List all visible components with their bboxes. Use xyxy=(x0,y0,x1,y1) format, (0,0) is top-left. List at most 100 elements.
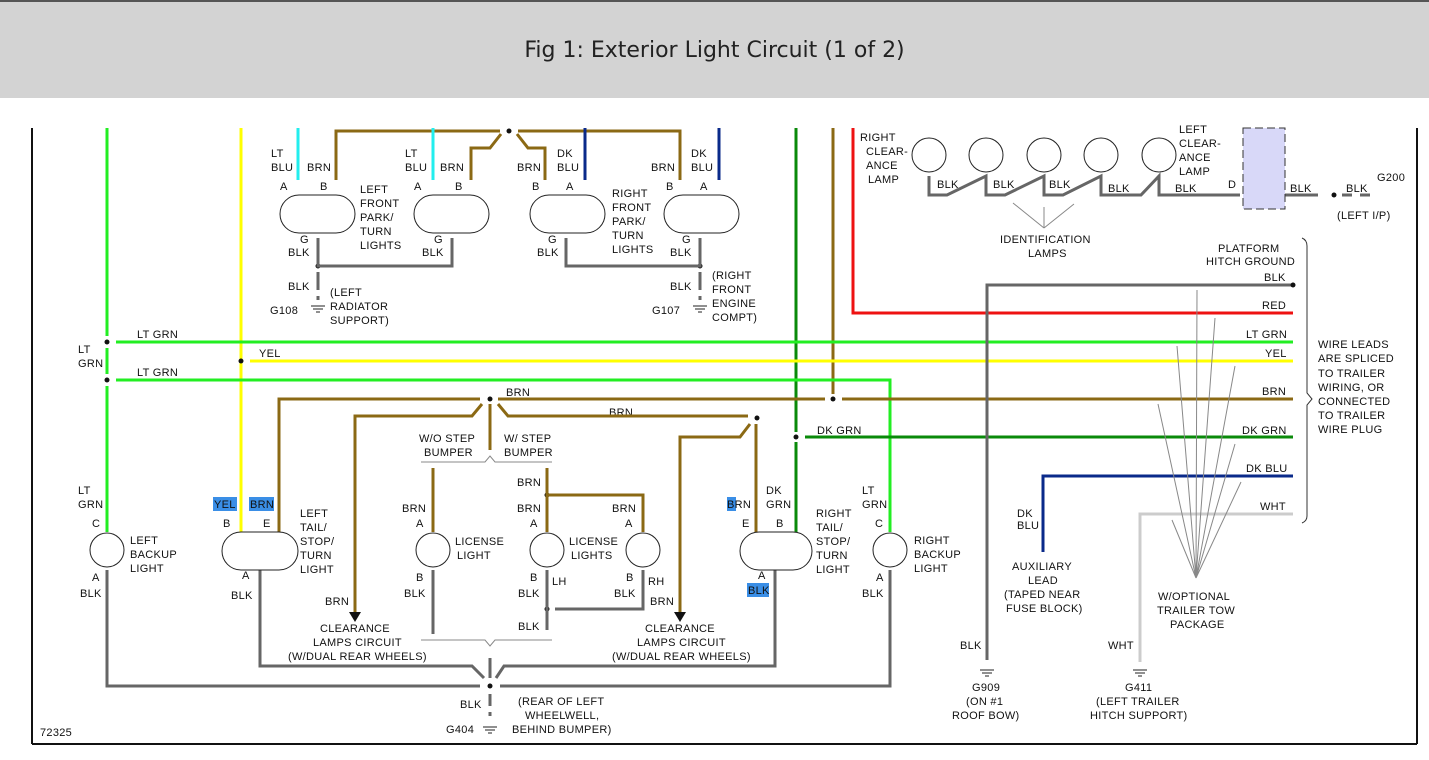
svg-text:RH: RH xyxy=(648,576,665,588)
svg-text:FRONT: FRONT xyxy=(360,198,399,210)
right-front-park-turn-light xyxy=(529,194,740,234)
svg-text:E: E xyxy=(263,518,271,530)
svg-text:STOP/: STOP/ xyxy=(816,536,851,548)
license-light-single xyxy=(415,532,451,568)
svg-text:BLK: BLK xyxy=(670,247,692,259)
svg-text:RED: RED xyxy=(1262,300,1286,312)
svg-text:DK GRN: DK GRN xyxy=(817,425,862,437)
svg-text:A: A xyxy=(700,181,708,193)
left-front-park-turn-light xyxy=(279,194,490,234)
svg-text:BRN: BRN xyxy=(250,499,274,511)
svg-text:WHT: WHT xyxy=(1108,640,1134,652)
svg-text:LIGHT: LIGHT xyxy=(816,564,850,576)
svg-text:BLK: BLK xyxy=(670,281,692,293)
svg-text:AUXILIARY: AUXILIARY xyxy=(1012,561,1072,573)
svg-text:BLK: BLK xyxy=(748,585,770,597)
svg-text:DK: DK xyxy=(1017,508,1033,520)
svg-text:G107: G107 xyxy=(652,305,680,317)
svg-text:B: B xyxy=(776,518,784,530)
svg-text:BLK: BLK xyxy=(1346,183,1368,195)
svg-text:BRN: BRN xyxy=(1262,386,1286,398)
svg-text:BLK: BLK xyxy=(80,588,102,600)
svg-text:TURN: TURN xyxy=(360,226,392,238)
svg-text:LT: LT xyxy=(405,148,418,160)
svg-text:LT: LT xyxy=(862,485,875,497)
svg-text:TO TRAILER: TO TRAILER xyxy=(1318,410,1385,422)
svg-text:A: A xyxy=(758,570,766,582)
svg-text:YEL: YEL xyxy=(214,499,236,511)
svg-text:LT: LT xyxy=(271,148,284,160)
svg-text:TAIL/: TAIL/ xyxy=(300,522,328,534)
svg-text:D: D xyxy=(1228,179,1236,191)
svg-text:IDENTIFICATION: IDENTIFICATION xyxy=(1000,234,1091,246)
svg-text:BRN: BRN xyxy=(402,503,426,515)
svg-text:B: B xyxy=(626,572,634,584)
svg-text:TRAILER TOW: TRAILER TOW xyxy=(1157,605,1235,617)
rear-ground-wires xyxy=(105,570,892,716)
svg-text:B: B xyxy=(530,572,538,584)
svg-text:C: C xyxy=(92,518,100,530)
svg-text:BLK: BLK xyxy=(422,247,444,259)
svg-text:BRN: BRN xyxy=(506,387,530,399)
svg-text:SUPPORT): SUPPORT) xyxy=(330,315,389,327)
right-tail-light xyxy=(739,531,813,571)
svg-text:CLEAR-: CLEAR- xyxy=(866,146,908,158)
svg-text:A: A xyxy=(416,518,424,530)
svg-text:BUMPER: BUMPER xyxy=(504,447,553,459)
svg-text:BLK: BLK xyxy=(937,179,959,191)
bracket xyxy=(1301,237,1313,524)
license-light-rh xyxy=(625,532,661,568)
svg-text:LICENSE: LICENSE xyxy=(569,536,618,548)
svg-text:CONNECTED: CONNECTED xyxy=(1318,396,1390,408)
svg-text:BLU: BLU xyxy=(271,162,293,174)
svg-text:A: A xyxy=(566,181,574,193)
trailer-option-arrows xyxy=(1157,289,1242,579)
svg-text:W/O STEP: W/O STEP xyxy=(419,433,475,445)
svg-text:BRN: BRN xyxy=(517,162,541,174)
svg-text:ANCE: ANCE xyxy=(1179,152,1211,164)
svg-text:TURN: TURN xyxy=(612,230,644,242)
svg-text:STOP/: STOP/ xyxy=(300,536,335,548)
svg-text:WHEELWELL,: WHEELWELL, xyxy=(525,710,599,722)
svg-text:G: G xyxy=(434,234,443,246)
svg-text:BRN: BRN xyxy=(612,503,636,515)
svg-text:A: A xyxy=(530,518,538,530)
rear-brn-feeds xyxy=(277,397,758,612)
svg-text:BLK: BLK xyxy=(231,590,253,602)
svg-text:ROOF BOW): ROOF BOW) xyxy=(952,710,1019,722)
svg-text:G: G xyxy=(300,234,309,246)
svg-text:YEL: YEL xyxy=(1265,348,1287,360)
svg-text:RIGHT: RIGHT xyxy=(612,188,648,200)
svg-text:BLK: BLK xyxy=(404,588,426,600)
svg-text:LT GRN: LT GRN xyxy=(137,329,178,341)
svg-text:WIRING, OR: WIRING, OR xyxy=(1318,382,1385,394)
svg-text:B: B xyxy=(320,181,328,193)
svg-text:BRN: BRN xyxy=(440,162,464,174)
svg-text:BLK: BLK xyxy=(614,588,636,600)
svg-text:(LEFT: (LEFT xyxy=(330,287,362,299)
svg-text:(LEFT I/P): (LEFT I/P) xyxy=(1337,210,1391,222)
svg-text:A: A xyxy=(280,181,288,193)
selection-highlights xyxy=(213,497,769,597)
svg-text:BLK: BLK xyxy=(1175,183,1197,195)
svg-text:LT: LT xyxy=(78,344,91,356)
svg-text:LT GRN: LT GRN xyxy=(1246,329,1287,341)
svg-text:LIGHTS: LIGHTS xyxy=(571,550,613,562)
svg-text:BLK: BLK xyxy=(1049,179,1071,191)
svg-text:BLK: BLK xyxy=(1108,183,1130,195)
svg-text:LAMPS CIRCUIT: LAMPS CIRCUIT xyxy=(313,637,402,649)
svg-text:TURN: TURN xyxy=(300,550,332,562)
svg-text:COMPT): COMPT) xyxy=(712,312,757,324)
svg-text:HITCH SUPPORT): HITCH SUPPORT) xyxy=(1090,710,1188,722)
svg-text:BACKUP: BACKUP xyxy=(914,549,961,561)
svg-text:BLK: BLK xyxy=(288,247,310,259)
svg-text:(RIGHT: (RIGHT xyxy=(712,270,752,282)
svg-text:TURN: TURN xyxy=(816,550,848,562)
right-backup-light xyxy=(872,532,908,568)
svg-text:A: A xyxy=(625,518,633,530)
svg-text:PLATFORM: PLATFORM xyxy=(1218,243,1279,255)
diagram-frame xyxy=(31,128,1418,745)
svg-text:BRN: BRN xyxy=(651,162,675,174)
